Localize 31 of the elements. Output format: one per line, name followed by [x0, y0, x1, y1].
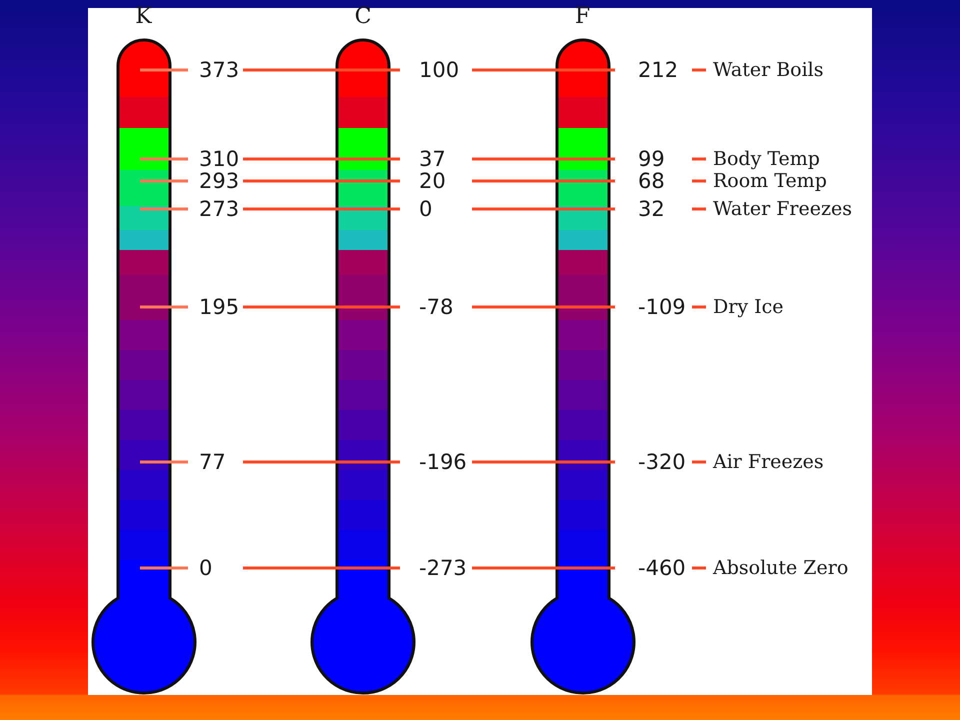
temperature-value: 20: [419, 169, 446, 193]
temperature-value: 99: [638, 147, 665, 171]
reference-point-label: Water Freezes: [713, 197, 852, 221]
temperature-value: 77: [199, 450, 226, 474]
reference-point-label: Absolute Zero: [713, 556, 848, 580]
temperature-value: 37: [419, 147, 446, 171]
temperature-value: 68: [638, 169, 665, 193]
scale-letter: K: [135, 4, 152, 30]
temperature-value: 195: [199, 295, 240, 319]
temperature-value: 310: [199, 147, 240, 171]
temperature-value: 100: [419, 58, 460, 82]
temperature-value: 0: [199, 556, 212, 580]
temperature-value: -320: [638, 450, 686, 474]
temperature-value: 32: [638, 197, 665, 221]
temperature-value: -109: [638, 295, 686, 319]
reference-point-label: Dry Ice: [713, 295, 784, 319]
reference-point-label: Body Temp: [713, 147, 820, 171]
temperature-value: 0: [419, 197, 432, 221]
temperature-value: -273: [419, 556, 467, 580]
scale-letter: F: [574, 4, 590, 30]
temperature-value: 273: [199, 197, 240, 221]
scale-letter: C: [354, 4, 372, 30]
temperature-value: 373: [199, 58, 240, 82]
reference-point-label: Water Boils: [713, 58, 824, 82]
temperature-value: -460: [638, 556, 686, 580]
temperature-value: -78: [419, 295, 454, 319]
temperature-value: 212: [638, 58, 678, 82]
temperature-value: -196: [419, 450, 467, 474]
temperature-value: 293: [199, 169, 240, 193]
reference-point-label: Air Freezes: [713, 450, 824, 474]
reference-point-label: Room Temp: [713, 170, 827, 193]
